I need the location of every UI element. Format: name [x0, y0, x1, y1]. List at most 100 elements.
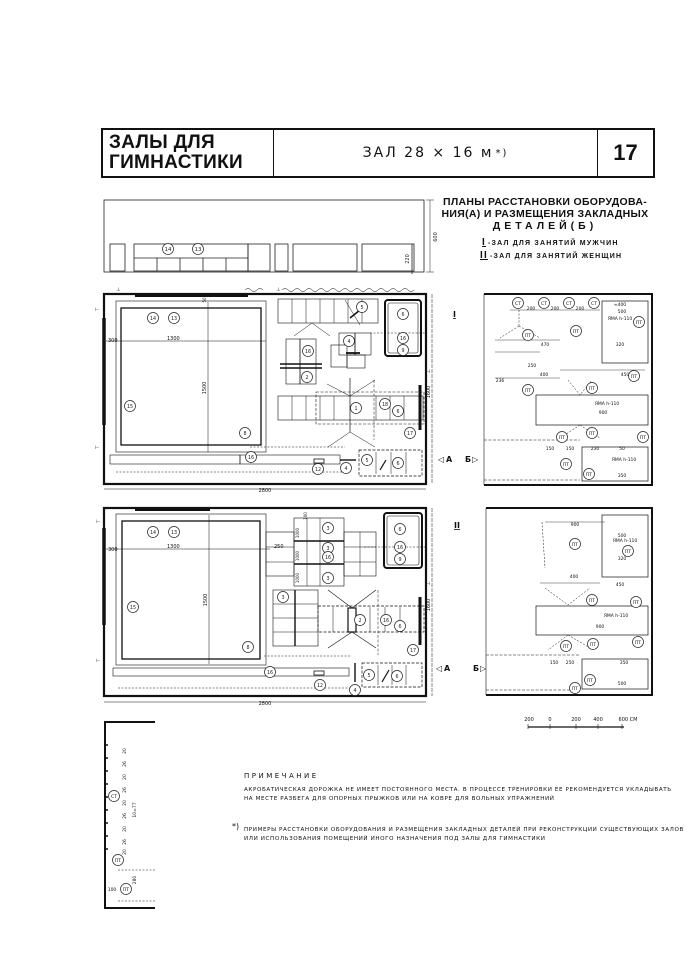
svg-text:26: 26: [122, 839, 128, 845]
svg-text:6: 6: [398, 527, 401, 533]
note-2-line2: ИЛИ ИСПОЛЬЗОВАНИЯ ПОМЕЩЕНИЙ ИНОГО НАЗНАЧ…: [244, 836, 546, 842]
drawing-title-line2: НИЯ(А) И РАЗМЕЩЕНИЯ ЗАКЛАДНЫХ: [441, 208, 649, 220]
svg-text:ПТ: ПТ: [636, 320, 642, 326]
svg-text:6: 6: [396, 461, 399, 467]
scale-bar: 200 0 200 400 600 СМ: [524, 717, 637, 729]
svg-text:3: 3: [326, 546, 329, 552]
drawing-title-line3: ДЕТАЛЕЙ(Б): [492, 220, 598, 232]
svg-text:ПТ: ПТ: [625, 549, 631, 555]
label-13: 13: [195, 247, 202, 253]
svg-text:А: А: [446, 455, 453, 464]
svg-text:⊢: ⊢: [96, 658, 100, 664]
legend-item-men: I-ЗАЛ ДЛЯ ЗАНЯТИЙ МУЖЧИН: [482, 237, 619, 248]
svg-text:600: 600: [433, 232, 439, 242]
plan-II-equipment-labels: 14 13 15 8 16 12 3 3 16 3 3 2 16 6 17 6 …: [127, 522, 419, 696]
svg-text:200: 200: [551, 306, 560, 312]
svg-text:14: 14: [150, 316, 156, 322]
svg-text:350: 350: [618, 473, 627, 479]
svg-text:26: 26: [122, 813, 128, 819]
svg-text:450: 450: [621, 372, 630, 378]
svg-text:А: А: [444, 664, 451, 673]
legend-text: -ЗАЛ ДЛЯ ЗАНЯТИЙ МУЖЧИН: [487, 240, 619, 247]
svg-text:1500: 1500: [202, 382, 208, 395]
svg-text:200: 200: [576, 306, 585, 312]
notes-title: ПРИМЕЧАНИЕ: [244, 772, 319, 780]
svg-text:500: 500: [618, 309, 627, 315]
svg-text:ПТ: ПТ: [589, 386, 595, 392]
svg-text:100: 100: [303, 512, 308, 520]
svg-text:2: 2: [358, 618, 361, 624]
svg-text:250: 250: [566, 660, 575, 666]
svg-text:4: 4: [344, 466, 347, 472]
svg-text:СТ: СТ: [591, 301, 597, 307]
svg-text:150: 150: [550, 660, 559, 666]
legend-roman: I: [482, 237, 486, 248]
svg-text:150: 150: [566, 446, 575, 452]
svg-text:470: 470: [541, 342, 550, 348]
svg-text:8: 8: [246, 645, 249, 651]
svg-text:1000: 1000: [295, 527, 300, 538]
svg-text:⊣: ⊣: [426, 581, 430, 587]
svg-text:Б: Б: [473, 664, 479, 673]
svg-text:236: 236: [496, 378, 505, 384]
svg-text:20: 20: [122, 800, 128, 806]
pit-label: ЯМА h-110: [595, 401, 620, 407]
svg-text:16: 16: [383, 618, 389, 624]
svg-text:15: 15: [127, 404, 133, 410]
svg-text:400: 400: [593, 717, 603, 723]
svg-text:900: 900: [599, 410, 608, 416]
svg-text:1600: 1600: [426, 386, 432, 399]
svg-text:16: 16: [248, 455, 254, 461]
svg-text:0: 0: [548, 717, 551, 723]
svg-text:300: 300: [108, 338, 118, 344]
svg-text:ПТ: ПТ: [589, 598, 595, 604]
plan-I-roman: I: [453, 310, 456, 319]
svg-text:1500: 1500: [203, 594, 209, 607]
svg-text:900: 900: [596, 624, 605, 630]
svg-text:1300: 1300: [167, 336, 180, 342]
svg-text:ПТ: ПТ: [589, 431, 595, 437]
svg-text:250: 250: [274, 544, 284, 550]
svg-text:6: 6: [396, 409, 399, 415]
svg-text:400: 400: [570, 574, 579, 580]
svg-text:16: 16: [400, 336, 406, 342]
note-1-line1: АКРОБАТИЧЕСКАЯ ДОРОЖКА НЕ ИМЕЕТ ПОСТОЯНН…: [244, 787, 672, 793]
svg-text:100: 100: [108, 887, 117, 893]
svg-text:26: 26: [122, 787, 128, 793]
plan-II-roman: II: [454, 521, 460, 530]
svg-text:15: 15: [130, 605, 136, 611]
svg-text:ПТ: ПТ: [559, 435, 565, 441]
svg-text:9: 9: [398, 557, 401, 563]
plan-I: ⊥ ⊥ ⊢ ⊢ ⊣ 300 1300 1500 2800 1600 50 14 …: [95, 287, 479, 494]
svg-text:6: 6: [401, 312, 404, 318]
svg-text:СТ: СТ: [541, 301, 547, 307]
svg-text:12: 12: [315, 467, 321, 473]
svg-text:50: 50: [202, 297, 207, 303]
legend-roman: II: [480, 250, 488, 261]
svg-text:26: 26: [122, 761, 128, 767]
svg-text:3: 3: [326, 526, 329, 532]
svg-text:ПТ: ПТ: [572, 686, 578, 692]
svg-text:≈400: ≈400: [614, 302, 626, 308]
svg-text:⊢: ⊢: [96, 519, 100, 525]
svg-text:▷: ▷: [480, 664, 487, 673]
section-title-line1: ЗАЛЫ ДЛЯ: [109, 132, 215, 153]
svg-text:1300: 1300: [167, 544, 180, 550]
svg-text:1000: 1000: [295, 572, 300, 583]
elevation-labels: 14 13 600 220: [162, 232, 439, 264]
svg-text:4: 4: [347, 339, 350, 345]
svg-text:14: 14: [150, 530, 156, 536]
svg-text:300: 300: [108, 547, 118, 553]
svg-text:900: 900: [571, 522, 580, 528]
svg-text:5: 5: [367, 673, 370, 679]
svg-text:ЯМА h-110: ЯМА h-110: [613, 538, 638, 544]
svg-text:5: 5: [365, 458, 368, 464]
svg-text:16: 16: [325, 555, 331, 561]
svg-text:1600: 1600: [426, 599, 432, 612]
legend-item-women: II-ЗАЛ ДЛЯ ЗАНЯТИЙ ЖЕНЩИН: [480, 250, 622, 261]
svg-text:16: 16: [267, 670, 273, 676]
label-14: 14: [165, 247, 172, 253]
svg-text:20: 20: [122, 774, 128, 780]
svg-text:350: 350: [620, 660, 629, 666]
